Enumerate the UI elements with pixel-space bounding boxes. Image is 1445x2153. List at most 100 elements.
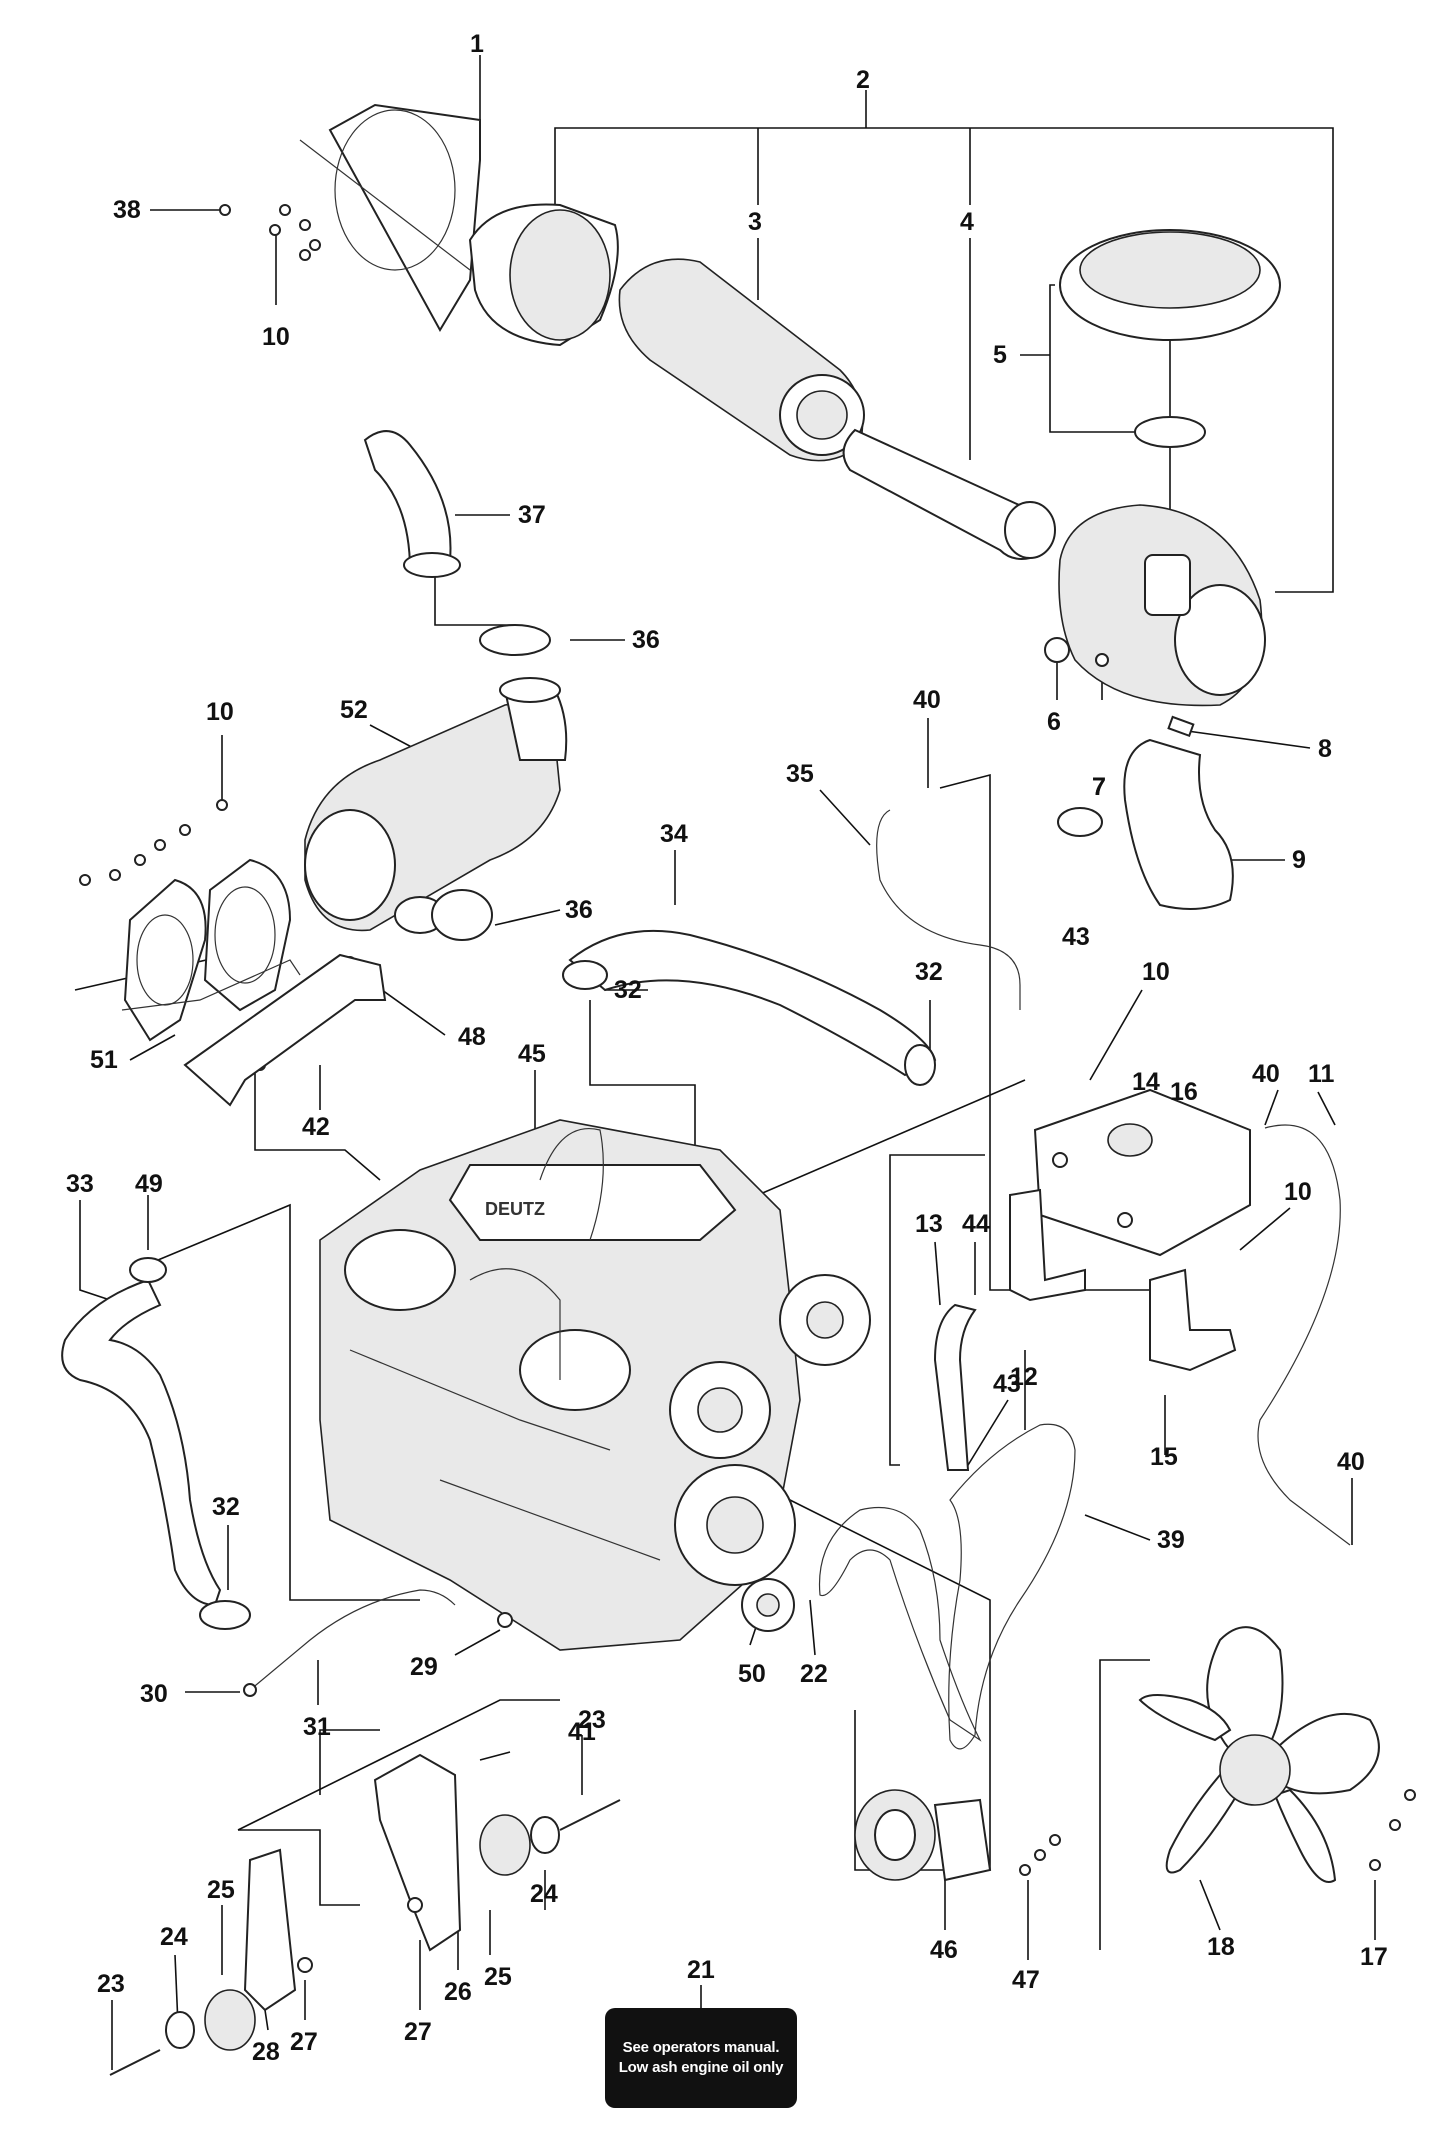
callout-22: 22 xyxy=(800,1660,828,1688)
callout-37: 37 xyxy=(518,501,546,529)
callout-43-hose: 43 xyxy=(993,1370,1021,1398)
fan-pulley xyxy=(854,1789,992,1882)
cooling-fan xyxy=(1138,1626,1380,1883)
upper-radiator-hose xyxy=(562,929,937,1086)
callout-36-lower: 36 xyxy=(565,896,593,924)
clamp-36-top xyxy=(479,624,551,656)
callout-16: 16 xyxy=(1170,1078,1198,1106)
callout-40-right: 40 xyxy=(1252,1060,1280,1088)
intake-hose-elbow xyxy=(1123,738,1234,910)
callout-23-left: 23 xyxy=(97,1970,125,1998)
belt-39 xyxy=(948,1423,1076,1750)
callout-9: 9 xyxy=(1292,846,1306,874)
engine-block: DEUTZ xyxy=(319,1119,871,1651)
callout-35: 35 xyxy=(786,760,814,788)
muffler-support-bracket xyxy=(183,953,387,1107)
callout-4: 4 xyxy=(960,208,974,236)
expansion-tank xyxy=(1033,1088,1251,1257)
callout-50: 50 xyxy=(738,1660,766,1688)
oil-drain-hose xyxy=(243,1589,513,1697)
clamp-36-lower xyxy=(431,889,493,941)
service-indicator xyxy=(1044,637,1195,738)
callout-40-bottom: 40 xyxy=(1337,1448,1365,1476)
fan-bolts xyxy=(1019,1789,1416,1876)
callout-40-top: 40 xyxy=(913,686,941,714)
callout-21: 21 xyxy=(687,1956,715,1984)
callout-34: 34 xyxy=(660,820,688,848)
callout-labels: 1 2 3 4 5 6 7 7 8 9 10 10 10 10 11 12 13… xyxy=(66,30,1388,2066)
lower-radiator-hose xyxy=(61,1257,251,1630)
callout-15: 15 xyxy=(1150,1443,1178,1471)
callout-3: 3 xyxy=(748,208,762,236)
callout-23-right: 23 xyxy=(578,1706,606,1734)
dust-cap xyxy=(1059,229,1281,341)
callout-25-right: 25 xyxy=(484,1963,512,1991)
callout-17: 17 xyxy=(1360,1943,1388,1971)
overflow-hose-11 xyxy=(1257,1124,1351,1546)
clamp-ring xyxy=(1134,416,1206,448)
dpf-muffler xyxy=(304,677,568,934)
callout-13: 13 xyxy=(915,1210,943,1238)
callout-46: 46 xyxy=(930,1936,958,1964)
callout-31: 31 xyxy=(303,1713,331,1741)
callout-24-left: 24 xyxy=(160,1923,188,1951)
callout-8: 8 xyxy=(1318,735,1332,763)
callout-45: 45 xyxy=(518,1040,546,1068)
callout-10-right-lower: 10 xyxy=(1284,1178,1312,1206)
callout-43-clamp: 43 xyxy=(1062,923,1090,951)
callout-52: 52 xyxy=(340,696,368,724)
callout-42: 42 xyxy=(302,1113,330,1141)
callout-10-right-upper: 10 xyxy=(1142,958,1170,986)
oil-warning-note: See operators manual. Low ash engine oil… xyxy=(605,2008,797,2108)
callout-2: 2 xyxy=(856,66,870,94)
engine-brand-text: DEUTZ xyxy=(485,1199,545,1219)
pulley-50 xyxy=(741,1578,795,1632)
callout-11: 11 xyxy=(1308,1060,1335,1088)
callout-30: 30 xyxy=(140,1680,168,1708)
intake-pipe-37 xyxy=(363,430,461,578)
callout-28: 28 xyxy=(252,2038,280,2066)
air-intake-elbow xyxy=(299,103,481,333)
callout-49: 49 xyxy=(135,1170,163,1198)
air-cleaner-housing xyxy=(1058,504,1266,707)
callout-44: 44 xyxy=(962,1210,990,1238)
hose-13 xyxy=(933,1303,977,1471)
air-cleaner-inlet-cap xyxy=(468,203,619,347)
rubber-mounts xyxy=(109,1799,621,2076)
oil-warning-line-2: Low ash engine oil only xyxy=(618,2059,784,2076)
callout-1: 1 xyxy=(470,30,484,58)
callout-7-hose: 7 xyxy=(1092,773,1106,801)
safety-filter-element xyxy=(842,428,1056,560)
tank-brackets xyxy=(1009,1188,1237,1372)
callout-7-top: 7 xyxy=(1092,773,1106,801)
callout-10-left: 10 xyxy=(206,698,234,726)
belt-22 xyxy=(818,1506,982,1742)
callout-39: 39 xyxy=(1157,1526,1185,1554)
callout-14: 14 xyxy=(1132,1068,1160,1096)
callout-27-left: 27 xyxy=(290,2028,318,2056)
callout-24-right: 24 xyxy=(530,1880,558,1908)
callout-33: 33 xyxy=(66,1170,94,1198)
callout-29: 29 xyxy=(410,1653,438,1681)
oil-warning-line-1: See operators manual. xyxy=(622,2039,780,2056)
callout-25-left: 25 xyxy=(207,1876,235,1904)
callout-5: 5 xyxy=(993,341,1007,369)
callout-36-top: 36 xyxy=(632,626,660,654)
air-filter-element xyxy=(618,258,865,462)
callout-41: 41 xyxy=(568,1718,596,1746)
callout-32-hose-right: 32 xyxy=(915,958,943,986)
callout-26: 26 xyxy=(444,1978,472,2006)
callout-10-top: 10 xyxy=(262,323,290,351)
callout-48: 48 xyxy=(458,1023,486,1051)
callout-27-right: 27 xyxy=(404,2018,432,2046)
callout-47: 47 xyxy=(1012,1966,1040,1994)
engine-mount-brackets xyxy=(243,1753,462,2012)
callout-12: 12 xyxy=(1010,1363,1038,1391)
callout-32-hose-upper: 32 xyxy=(614,976,642,1004)
hose-clamp-43 xyxy=(1057,807,1103,837)
callout-38: 38 xyxy=(113,196,141,224)
callout-6: 6 xyxy=(1047,708,1061,736)
callout-51: 51 xyxy=(90,1046,118,1074)
callout-32-lower-hose: 32 xyxy=(212,1493,240,1521)
